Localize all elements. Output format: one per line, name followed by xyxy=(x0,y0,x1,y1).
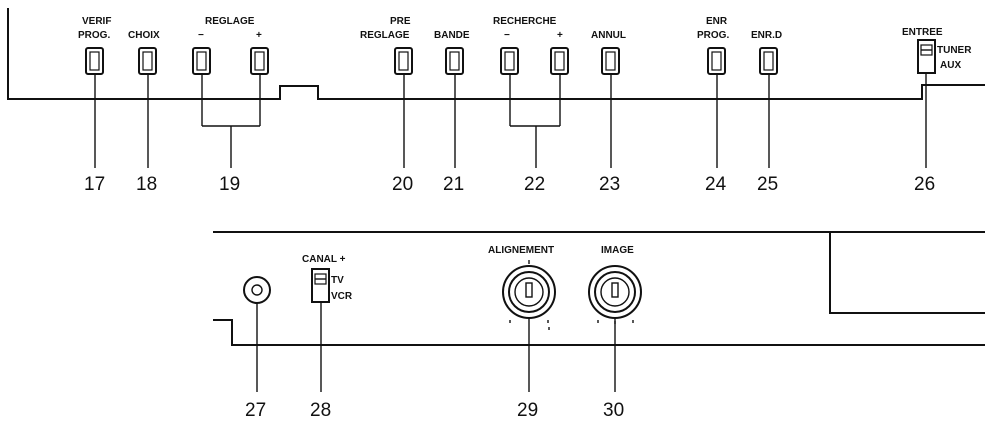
reglage-minus-label: − xyxy=(198,30,204,41)
callout-20: 20 xyxy=(392,174,413,195)
callout-25: 25 xyxy=(757,174,778,195)
rf-connector-icon[interactable] xyxy=(243,276,271,304)
enr-d-label: ENR.D xyxy=(751,30,782,41)
choix-label: CHOIX xyxy=(128,30,160,41)
verif-prog-button[interactable] xyxy=(85,47,104,75)
entree-label: ENTREE xyxy=(902,27,943,38)
callout-24: 24 xyxy=(705,174,727,195)
enr-label: ENR xyxy=(706,16,728,27)
recherche-plus-label: + xyxy=(557,30,563,41)
aux-label: AUX xyxy=(940,60,961,71)
alignement-label: ALIGNEMENT xyxy=(488,245,554,256)
reglage-minus-button[interactable] xyxy=(192,47,211,75)
choix-button[interactable] xyxy=(138,47,157,75)
bande-button[interactable] xyxy=(445,47,464,75)
callout-21: 21 xyxy=(443,174,464,195)
reglage-plus-button[interactable] xyxy=(250,47,269,75)
verif-label: VERIF xyxy=(82,16,111,27)
top-panel-outline xyxy=(7,8,985,100)
callout-18: 18 xyxy=(136,174,157,195)
callout-17: 17 xyxy=(84,174,105,195)
callout-23: 23 xyxy=(599,174,620,195)
pre-reglage-button[interactable] xyxy=(394,47,413,75)
callout-27: 27 xyxy=(245,400,266,421)
vcr-label: VCR xyxy=(331,291,353,302)
bottom-panel-outline xyxy=(213,231,985,346)
recherche-minus-button[interactable] xyxy=(500,47,519,75)
image-knob[interactable] xyxy=(588,265,642,324)
callout-30: 30 xyxy=(603,400,624,421)
top-leader-lines xyxy=(94,73,927,168)
reglage-label: REGLAGE xyxy=(205,16,255,27)
callout-29: 29 xyxy=(517,400,538,421)
canal-plus-switch[interactable] xyxy=(311,268,330,303)
tv-label: TV xyxy=(331,275,344,286)
bottom-leader-lines xyxy=(256,302,616,392)
image-label: IMAGE xyxy=(601,245,634,256)
annul-label: ANNUL xyxy=(591,30,626,41)
callout-28: 28 xyxy=(310,400,331,421)
canal-plus-label: CANAL + xyxy=(302,254,346,265)
enr-d-button[interactable] xyxy=(759,47,778,75)
annul-button[interactable] xyxy=(601,47,620,75)
recherche-minus-label: − xyxy=(504,30,510,41)
callout-19: 19 xyxy=(219,174,240,195)
recherche-label: RECHERCHE xyxy=(493,16,557,27)
entree-input-switch[interactable] xyxy=(917,39,936,74)
verif-prog-label: PROG. xyxy=(78,30,110,41)
tuner-label: TUNER xyxy=(937,45,972,56)
pre-label: PRE xyxy=(390,16,411,27)
callout-22: 22 xyxy=(524,174,545,195)
recherche-plus-button[interactable] xyxy=(550,47,569,75)
bande-label: BANDE xyxy=(434,30,470,41)
enr-prog-label: PROG. xyxy=(697,30,729,41)
reglage-plus-label: + xyxy=(256,30,262,41)
callout-26: 26 xyxy=(914,174,935,195)
enr-prog-button[interactable] xyxy=(707,47,726,75)
pre-reglage-label: REGLAGE xyxy=(360,30,410,41)
